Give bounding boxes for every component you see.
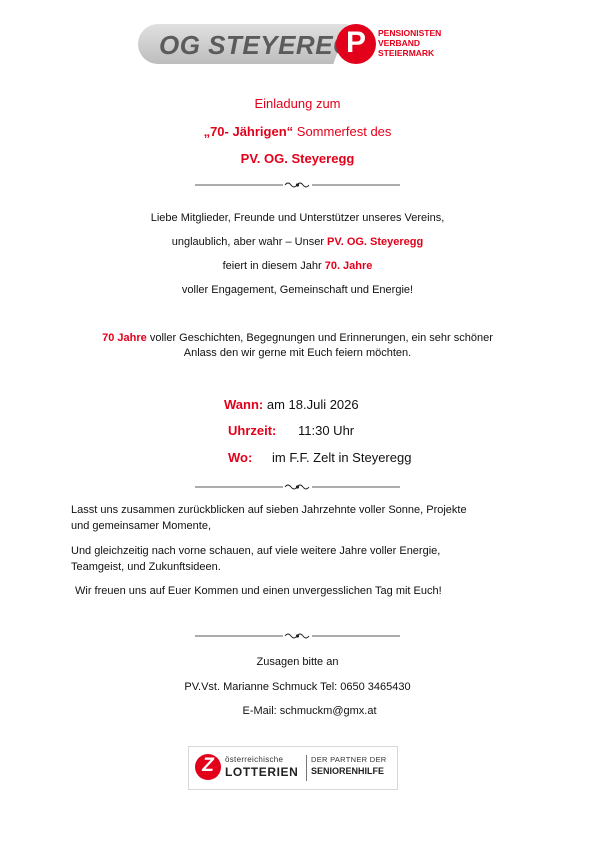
where-label: Wo: xyxy=(228,450,253,465)
intro-line-1: Liebe Mitglieder, Freunde und Unterstütz… xyxy=(150,212,445,224)
history-highlight: 70 Jahre xyxy=(102,332,147,344)
intro-years: 70. Jahre xyxy=(324,260,373,272)
org-line-3: STEIERMARK xyxy=(378,48,435,58)
intro-line-2-text: unglaublich, aber wahr – Unser xyxy=(171,236,328,248)
closing-p1-line-1: Lasst uns zusammen zurückblicken auf sie… xyxy=(71,504,467,516)
lotterien-icon: Z xyxy=(195,754,221,780)
event-where: Wo: xyxy=(228,450,252,465)
sponsor-divider xyxy=(306,755,307,781)
closing-p2-line-2: Teamgeist, und Zukunftsideen. xyxy=(71,561,221,573)
rsvp-email: E-Mail: schmuckm@gmx.at xyxy=(242,705,377,717)
intro-line-3-text: feiert in diesem Jahr xyxy=(222,260,325,272)
when-label: Wann: xyxy=(224,397,264,412)
when-value: am 18.Juli 2026 xyxy=(263,397,359,412)
intro-line-3: feiert in diesem Jahr 70. Jahre xyxy=(0,260,595,272)
title-line-3: PV. OG. Steyeregg xyxy=(240,151,355,166)
sponsor-small-text: österreichische xyxy=(225,755,284,764)
title-line-1: Einladung zum xyxy=(254,96,341,111)
where-value: im F.F. Zelt in Steyeregg xyxy=(272,450,412,465)
closing-p2-line-1: Und gleichzeitig nach vorne schauen, auf… xyxy=(71,545,441,557)
title-rest: Sommerfest des xyxy=(293,124,392,139)
sponsor-name: LOTTERIEN xyxy=(225,765,299,779)
org-line-2: VERBAND xyxy=(378,38,421,48)
ornament-icon xyxy=(195,484,400,490)
intro-club-name: PV. OG. Steyeregg xyxy=(327,236,424,248)
time-value: 11:30 Uhr xyxy=(298,423,355,438)
rsvp-line-1: Zusagen bitte an xyxy=(256,656,339,668)
org-line-1: PENSIONISTEN xyxy=(378,28,442,38)
rsvp-contact: PV.Vst. Marianne Schmuck Tel: 0650 34654… xyxy=(184,681,411,693)
logo-letter: P xyxy=(345,26,366,59)
intro-line-4: voller Engagement, Gemeinschaft und Ener… xyxy=(181,284,414,296)
event-when: Wann: am 18.Juli 2026 xyxy=(224,397,359,412)
pv-logo-icon: P xyxy=(336,24,376,64)
org-name: PENSIONISTEN VERBAND STEIERMARK xyxy=(378,28,441,58)
banner-pill xyxy=(138,24,348,64)
time-label: Uhrzeit: xyxy=(228,423,277,438)
sponsor-tagline-2: SENIORENHILFE xyxy=(311,766,385,776)
title-highlight: „70- Jährigen“ xyxy=(203,124,294,139)
intro-line-2: unglaublich, aber wahr – Unser PV. OG. S… xyxy=(0,236,595,248)
title-line-2: „70- Jährigen“ Sommerfest des xyxy=(0,124,595,139)
ornament-divider xyxy=(195,181,400,189)
sponsor-tagline-1: DER PARTNER DER xyxy=(311,755,387,764)
header-banner: OG STEYEREGG P PENSIONISTEN VERBAND STEI… xyxy=(138,24,441,64)
history-line-2: Anlass den wir gerne mit Euch feiern möc… xyxy=(183,347,412,359)
sponsor-logo: Z österreichische LOTTERIEN DER PARTNER … xyxy=(188,746,398,790)
event-time: Uhrzeit: xyxy=(228,423,276,438)
ornament-divider xyxy=(195,483,400,491)
ornament-icon xyxy=(195,633,400,639)
ornament-divider xyxy=(195,632,400,640)
closing-p1-line-2: und gemeinsamer Momente, xyxy=(71,520,212,532)
history-rest: voller Geschichten, Begegnungen und Erin… xyxy=(146,332,493,344)
history-line-1: 70 Jahre voller Geschichten, Begegnungen… xyxy=(0,332,595,344)
ornament-icon xyxy=(195,182,400,188)
closing-p3: Wir freuen uns auf Euer Kommen und einen… xyxy=(75,585,442,597)
